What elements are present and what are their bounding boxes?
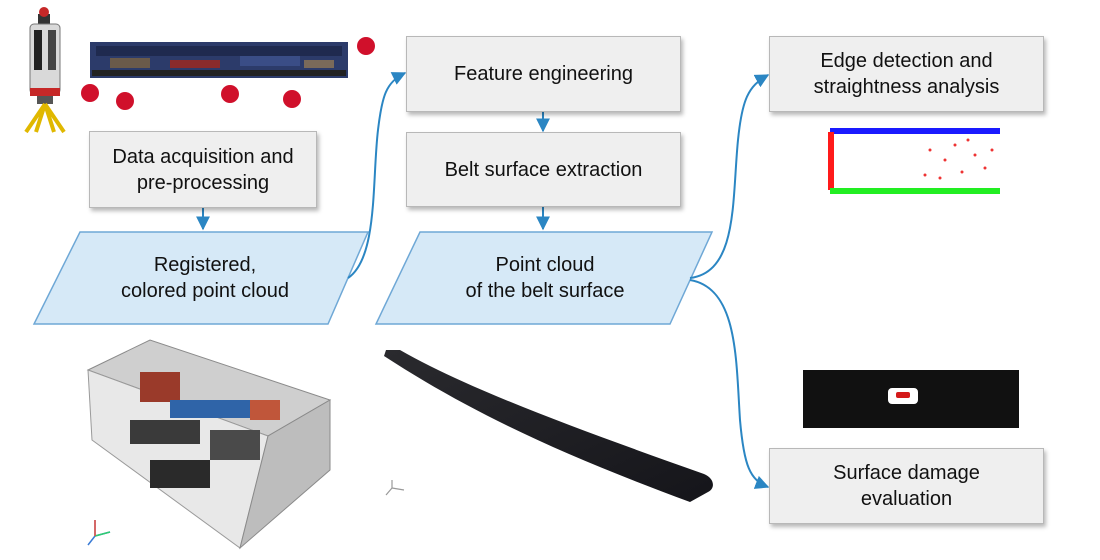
belt-surface-extraction-box: Belt surface extraction	[406, 132, 681, 207]
edge-detection-plot-icon	[828, 128, 1000, 194]
registered-cloud-shape	[32, 231, 370, 325]
damage-map-icon	[803, 370, 1019, 428]
arrow-belt-cloud-to-edge	[689, 74, 770, 279]
surface-damage-box: Surface damage evaluation	[769, 448, 1044, 524]
connector-arrows	[196, 72, 770, 489]
feature-engineering-box: Feature engineering	[406, 36, 681, 112]
conveyor-point-cloud-icon	[81, 37, 375, 110]
belt-point-cloud-shape	[374, 231, 714, 325]
belt-point-cloud-label: Point cloud of the belt surface	[465, 254, 625, 302]
laser-scanner-icon	[24, 7, 66, 134]
arrow-cloud-to-feature	[347, 72, 407, 279]
registered-cloud-label: Registered, colored point cloud	[121, 254, 289, 302]
belt-surface-point-cloud-icon	[384, 350, 713, 502]
arrow-belt-cloud-to-damage	[689, 279, 770, 489]
room-3d-point-cloud-icon	[86, 339, 332, 550]
edge-detection-box: Edge detection and straightness analysis	[769, 36, 1044, 112]
data-acquisition-box: Data acquisition and pre-processing	[89, 131, 317, 208]
